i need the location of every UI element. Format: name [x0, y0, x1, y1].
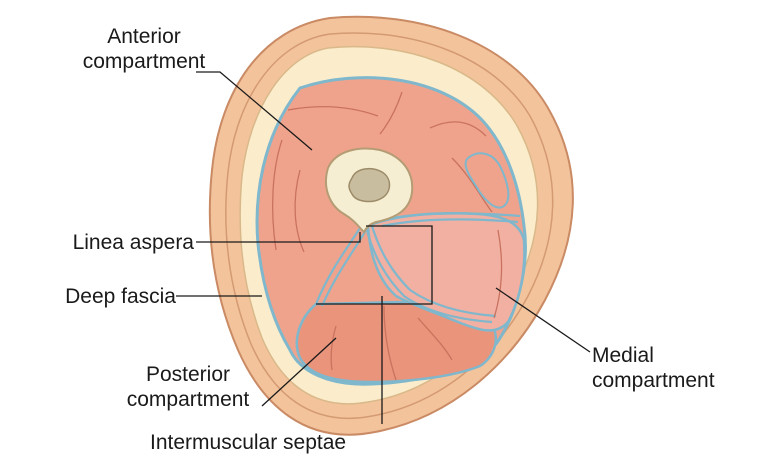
posterior-muscle-lines	[330, 305, 453, 381]
anterior-leader	[196, 71, 313, 151]
label-anterior-line1: Anterior	[107, 25, 181, 48]
label-medial-compartment: Medial compartment	[592, 343, 762, 393]
leader-lines	[176, 71, 591, 424]
label-septae-text: Intermuscular septae	[150, 431, 347, 454]
label-deep-fascia-text: Deep fascia	[65, 285, 176, 308]
femur-marrow	[348, 167, 391, 203]
label-linea-aspera: Linea aspera	[22, 230, 194, 255]
medial-muscle-line	[493, 229, 503, 319]
septae-bracket	[316, 225, 433, 305]
label-medial-line1: Medial	[592, 344, 654, 367]
skin-inner-line	[225, 32, 554, 420]
sartorius-muscle	[464, 152, 510, 209]
label-posterior-compartment: Posterior compartment	[108, 362, 268, 412]
linea-aspera-leader	[196, 232, 361, 243]
label-medial-line2: compartment	[592, 369, 715, 392]
label-anterior-compartment: Anterior compartment	[64, 24, 224, 74]
label-anterior-line2: compartment	[82, 50, 206, 73]
label-posterior-line1: Posterior	[145, 363, 231, 386]
posterior-leader	[261, 337, 337, 407]
anterior-muscle-lines	[271, 91, 493, 253]
intermuscular-septae	[314, 212, 521, 324]
label-intermuscular-septae: Intermuscular septae	[150, 430, 470, 455]
label-deep-fascia: Deep fascia	[36, 284, 176, 309]
medial-leader	[495, 287, 591, 353]
label-linea-aspera-text: Linea aspera	[72, 231, 194, 254]
label-posterior-line2: compartment	[126, 388, 250, 411]
